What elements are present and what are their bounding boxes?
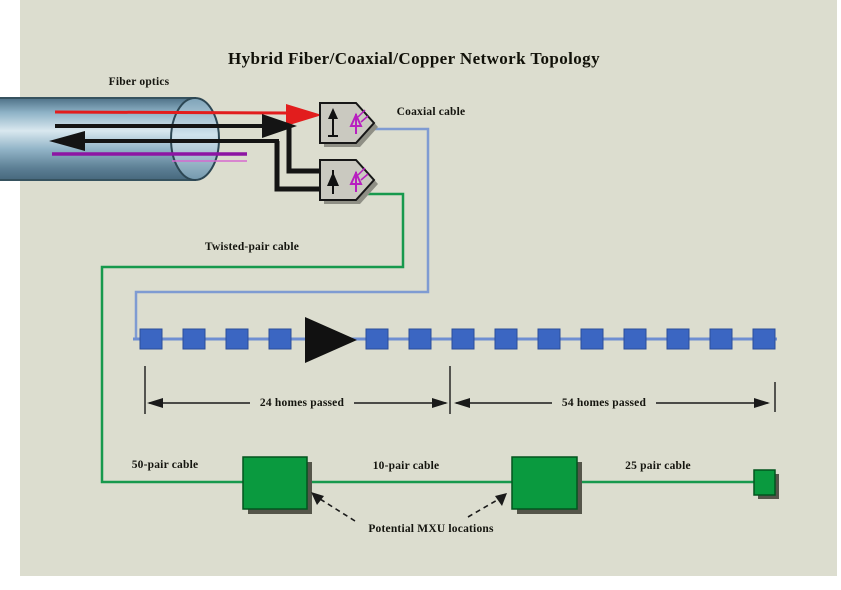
dimension-lines <box>144 366 776 414</box>
distribution-line <box>133 317 777 363</box>
red-arrow-icon <box>286 104 322 126</box>
mxu-locations-label: Potential MXU locations <box>368 523 494 535</box>
twisted-pair-label: Twisted-pair cable <box>204 241 300 253</box>
optical-node-bottom <box>319 159 378 204</box>
homes-passed-left-label: 24 homes passed <box>259 397 345 409</box>
black-right-arrow-icon <box>262 114 297 138</box>
amplifier-icon <box>305 317 357 363</box>
laser-icon <box>349 109 369 134</box>
coaxial-cable-label: Coaxial cable <box>396 106 466 118</box>
homes-passed-right-label: 54 homes passed <box>561 397 647 409</box>
cable-50-pair-label: 50-pair cable <box>131 459 199 471</box>
diagram-title: Hybrid Fiber/Coaxial/Copper Network Topo… <box>228 49 600 68</box>
photodiode-icon <box>327 170 339 194</box>
fiber-strands <box>49 104 322 192</box>
optical-node-top <box>319 102 378 147</box>
mxu-pointer-arrows <box>311 492 507 522</box>
mxu-box-small <box>753 469 776 496</box>
black-left-arrow-icon <box>49 131 85 151</box>
mxu-boxes <box>242 456 779 514</box>
cable-25-pair-label: 25 pair cable <box>625 460 691 472</box>
coax-path <box>134 127 430 338</box>
twisted-pair-path <box>100 192 770 484</box>
tap-squares <box>139 328 776 350</box>
cable-10-pair-label: 10-pair cable <box>372 460 440 472</box>
photodiode-icon <box>328 108 338 137</box>
fiber-optic-label: Fiber optics <box>108 76 170 88</box>
laser-icon <box>349 167 369 192</box>
mxu-box-2 <box>511 456 578 510</box>
mxu-box-1 <box>242 456 308 510</box>
